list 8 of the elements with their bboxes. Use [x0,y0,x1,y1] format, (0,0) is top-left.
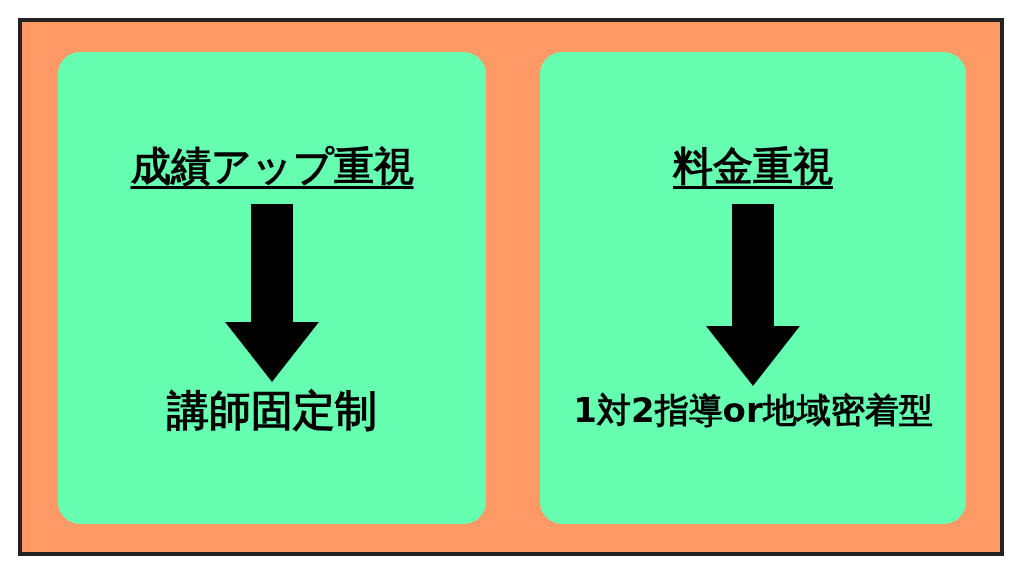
card-panel [58,52,486,524]
card-panel [540,52,966,524]
down-arrow [706,204,800,386]
heading: 料金重視 [673,142,833,190]
down-arrow [225,204,319,382]
heading: 成績アップ重視 [130,142,414,190]
result-text: 講師固定制 [167,386,377,437]
result-text: 1対2指導or地域密着型 [573,390,933,431]
